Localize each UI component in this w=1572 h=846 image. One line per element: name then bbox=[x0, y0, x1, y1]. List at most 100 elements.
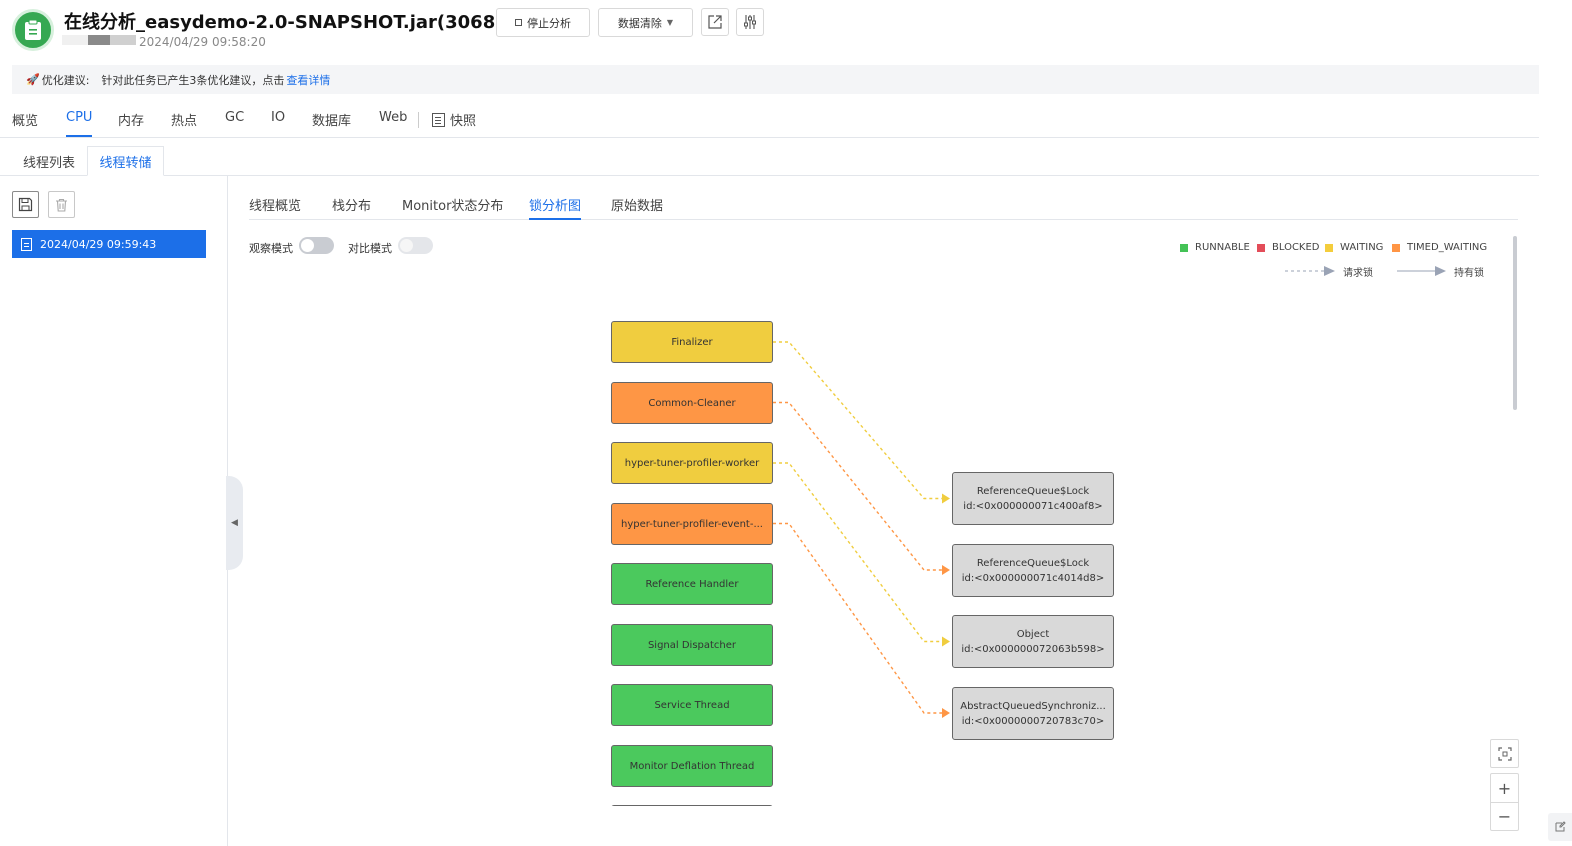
tab-lock-graph[interactable]: 锁分析图 bbox=[529, 195, 582, 220]
tab-gc[interactable]: GC bbox=[225, 110, 245, 125]
stop-analysis-button[interactable]: 停止分析 bbox=[496, 8, 590, 37]
tab-stack-distribution[interactable]: 栈分布 bbox=[332, 199, 372, 214]
zoom-out-button[interactable]: − bbox=[1491, 802, 1518, 830]
sliders-icon bbox=[744, 15, 756, 29]
data-clean-dropdown[interactable]: 数据清除 ▼ bbox=[598, 8, 693, 37]
compare-mode-switch[interactable] bbox=[398, 237, 433, 254]
lock-edge bbox=[773, 401, 944, 571]
lock-name: ReferenceQueue$Lock bbox=[976, 485, 1090, 497]
trash-icon bbox=[56, 198, 67, 212]
settings-button[interactable] bbox=[736, 8, 764, 36]
export-icon bbox=[708, 15, 722, 29]
advice-label: 优化建议: bbox=[41, 73, 90, 87]
thread-node[interactable]: Signal Dispatcher bbox=[611, 624, 773, 666]
thread-node[interactable]: Monitor Deflation Thread bbox=[611, 745, 773, 787]
thread-node[interactable]: Service Thread bbox=[611, 684, 773, 726]
tab-snapshot-label: 快照 bbox=[450, 114, 477, 129]
legend-blocked: BLOCKED bbox=[1257, 242, 1320, 253]
fit-screen-icon bbox=[1497, 746, 1512, 761]
chevron-left-icon: ◀ bbox=[231, 518, 238, 528]
tab-database[interactable]: 数据库 bbox=[312, 114, 352, 129]
delete-button[interactable] bbox=[48, 191, 75, 218]
legend-label: WAITING bbox=[1340, 242, 1384, 253]
export-button[interactable] bbox=[701, 8, 729, 36]
lock-name: AbstractQueuedSynchroniz... bbox=[960, 700, 1106, 712]
tab-divider bbox=[418, 112, 419, 128]
sub-tabs: 线程列表 线程转储 bbox=[0, 146, 1539, 176]
observe-mode-label: 观察模式 bbox=[249, 242, 293, 255]
thread-node[interactable]: Common-Cleaner bbox=[611, 382, 773, 424]
legend-hold-lock: 持有锁 bbox=[1454, 268, 1484, 279]
advice-detail-link[interactable]: 查看详情 bbox=[286, 73, 331, 87]
lock-edge-arrow bbox=[942, 493, 950, 504]
legend-hold-line bbox=[1397, 266, 1446, 276]
tab-thread-list[interactable]: 线程列表 bbox=[22, 155, 75, 171]
tab-cpu[interactable]: CPU bbox=[66, 110, 93, 137]
dump-item-selected[interactable]: 2024/04/29 09:59:43 bbox=[12, 230, 206, 258]
lock-edge bbox=[773, 341, 944, 500]
rocket-icon: 🚀 bbox=[26, 73, 40, 86]
legend-label: RUNNABLE bbox=[1195, 242, 1250, 253]
legend-request-line bbox=[1285, 266, 1335, 276]
tab-monitor-distribution[interactable]: Monitor状态分布 bbox=[402, 199, 504, 214]
save-icon bbox=[18, 197, 33, 212]
graph-clip bbox=[600, 806, 800, 846]
lock-edge bbox=[773, 522, 944, 714]
lock-name: ReferenceQueue$Lock bbox=[976, 557, 1090, 569]
tab-web[interactable]: Web bbox=[379, 110, 408, 125]
caret-down-icon: ▼ bbox=[666, 18, 674, 27]
lock-node[interactable]: ReferenceQueue$Lock id:<0x000000071c400a… bbox=[952, 472, 1114, 525]
advice-bar: 🚀 优化建议: 针对此任务已产生3条优化建议，点击 查看详情 bbox=[12, 65, 1539, 94]
data-clean-label: 数据清除 bbox=[617, 16, 662, 30]
legend-runnable: RUNNABLE bbox=[1180, 242, 1250, 253]
legend-swatch bbox=[1325, 243, 1333, 252]
zoom-controls: + − bbox=[1490, 773, 1519, 831]
legend-timed-waiting: TIMED_WAITING bbox=[1392, 242, 1487, 253]
legend-swatch bbox=[1392, 243, 1400, 252]
lock-node[interactable]: ReferenceQueue$Lock id:<0x000000071c4014… bbox=[952, 544, 1114, 597]
document-icon bbox=[21, 237, 32, 251]
feedback-button[interactable] bbox=[1548, 813, 1572, 841]
lock-edge-arrow bbox=[942, 565, 950, 575]
edge-layer bbox=[773, 341, 950, 718]
lock-node[interactable]: AbstractQueuedSynchroniz... id:<0x000000… bbox=[952, 687, 1114, 740]
thread-node[interactable]: hyper-tuner-profiler-worker bbox=[611, 442, 773, 484]
observe-mode-switch[interactable] bbox=[299, 237, 334, 254]
tab-io[interactable]: IO bbox=[271, 110, 286, 125]
fit-screen-button[interactable] bbox=[1490, 739, 1519, 768]
clipboard-icon bbox=[12, 9, 54, 51]
stop-analysis-label: 停止分析 bbox=[527, 16, 571, 30]
save-button[interactable] bbox=[12, 191, 39, 218]
tab-memory[interactable]: 内存 bbox=[118, 114, 145, 129]
lock-node[interactable]: Object id:<0x000000072063b598> bbox=[952, 615, 1114, 668]
tab-overview[interactable]: 概览 bbox=[12, 114, 39, 129]
page-title: 在线分析_easydemo-2.0-SNAPSHOT.jar(3068150) bbox=[64, 12, 542, 33]
tab-raw-data[interactable]: 原始数据 bbox=[611, 199, 664, 214]
stop-icon bbox=[515, 19, 522, 26]
owner-redacted bbox=[62, 35, 136, 45]
thread-node[interactable]: Finalizer bbox=[611, 321, 773, 363]
lock-id: id:<0x000000071c4014d8> bbox=[961, 572, 1105, 584]
lock-id: id:<0x0000000720783c70> bbox=[961, 715, 1105, 727]
dump-item-label: 2024/04/29 09:59:43 bbox=[40, 237, 157, 251]
advice-text: 针对此任务已产生3条优化建议，点击 bbox=[101, 73, 285, 87]
lock-edge-arrow bbox=[942, 636, 950, 647]
zoom-in-button[interactable]: + bbox=[1497, 778, 1512, 798]
tab-thread-dump[interactable]: 线程转储 bbox=[87, 146, 164, 176]
snapshot-icon bbox=[432, 113, 445, 127]
graph-scrollbar[interactable] bbox=[1513, 236, 1517, 410]
legend-swatch bbox=[1257, 243, 1265, 252]
collapse-panel-handle[interactable]: ◀ bbox=[226, 476, 243, 570]
thread-node[interactable]: hyper-tuner-profiler-event-... bbox=[611, 503, 773, 545]
tab-thread-overview[interactable]: 线程概览 bbox=[249, 199, 302, 214]
feedback-icon bbox=[1555, 821, 1566, 832]
legend-swatch bbox=[1180, 243, 1188, 252]
compare-mode-label: 对比模式 bbox=[348, 242, 392, 255]
tab-hotspot[interactable]: 热点 bbox=[171, 114, 198, 129]
legend-request-lock: 请求锁 bbox=[1343, 268, 1373, 279]
created-time: 2024/04/29 09:58:20 bbox=[139, 35, 266, 49]
thread-node[interactable]: Reference Handler bbox=[611, 563, 773, 605]
tab-snapshot[interactable]: 快照 bbox=[432, 110, 476, 137]
lock-edge bbox=[773, 462, 944, 643]
